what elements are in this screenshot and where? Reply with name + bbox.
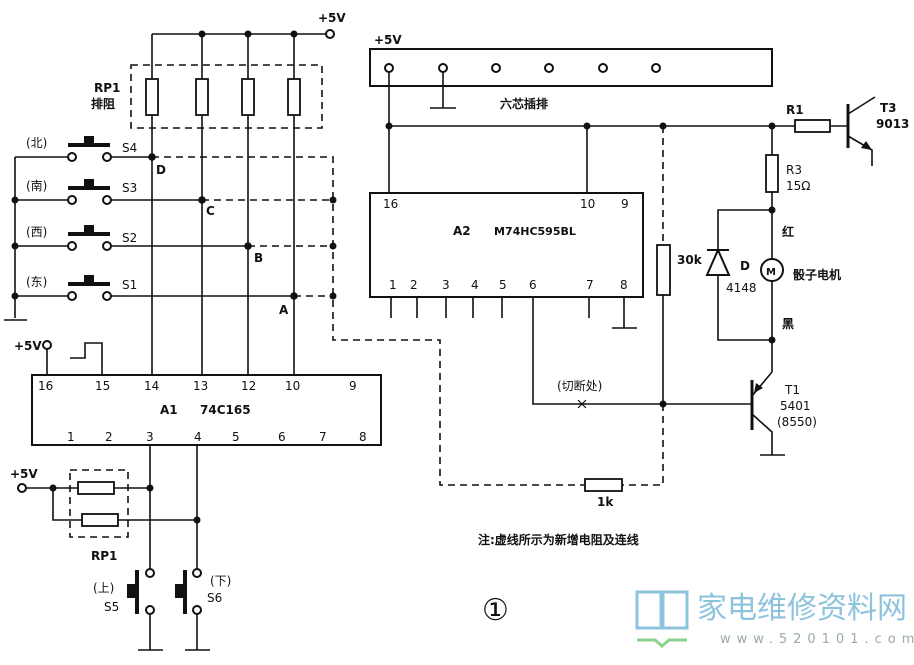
a2-ref: A2 [453,224,471,238]
switch-dir-s1: (东) [26,275,47,289]
node-c: C [206,204,215,218]
top-supply-rail: +5V [151,11,346,375]
figure-number: ① [482,593,509,628]
a2-pin-8: 8 [620,278,628,292]
t1-name: T1 [784,383,800,397]
switch-dir-s2: (西) [26,225,47,239]
a1-pin-2: 2 [105,430,113,444]
switch-name-s1: S1 [122,278,137,292]
ic-a1: +5V 16 15 14 13 12 10 9 A1 74C165 1 2 3 … [14,339,382,446]
a2-pin-4: 4 [471,278,479,292]
a1-pin-9: 9 [349,379,357,393]
switch-dir-s3: (南) [26,178,47,193]
a1-pin-1: 1 [67,430,75,444]
r3-value: 15Ω [786,179,810,193]
a1-pin-10: 10 [285,379,300,393]
note-text: 注:虚线所示为新增电阻及连线 [478,532,639,547]
t3-part: 9013 [876,117,909,131]
r1-label: R1 [786,103,804,117]
rp1-label: RP1 [94,81,120,95]
t3-name: T3 [880,101,897,115]
r3-name: R3 [786,163,802,177]
a2-pin-7: 7 [586,278,594,292]
a1-pin-16: 16 [38,379,53,393]
watermark-logo: 家电维修资料网 www.520101.com [635,590,914,648]
switch-matrix: (北) (南) (西) (东) S4 S3 S2 S1 D C B A [4,136,585,486]
node-b: B [254,251,263,265]
s5-dir: (上) [93,581,114,595]
a1-part: 74C165 [200,403,251,417]
supply-label: +5V [318,11,346,25]
a2-pin-9: 9 [621,197,629,211]
diode-name: D [740,259,750,273]
s6-dir: (下) [210,574,231,588]
a2-pin-1: 1 [389,278,397,292]
a1-pin-8: 8 [359,430,367,444]
a1-pin-4: 4 [194,430,202,444]
switch-dir-s4: (北) [26,136,47,150]
r1k-label: 1k [597,495,614,509]
motor-label: 骰子电机 [793,267,841,282]
s5-name: S5 [104,600,119,614]
resistor-pack-rp1: RP1 排阻 [91,64,323,129]
switch-name-s4: S4 [122,141,137,155]
a1-pin-14: 14 [144,379,159,393]
a1-pin-15: 15 [95,379,110,393]
a2-pin-16: 16 [383,197,398,211]
six-pin-connector: +5V 六芯插排 [369,33,773,111]
connector-supply-label: +5V [374,33,402,47]
watermark-url: www.520101.com [720,632,914,647]
r30k-label: 30k [677,253,703,267]
a1-pin-6: 6 [278,430,286,444]
ic-a2: 16 10 9 A2 M74HC595BL 1 2 3 4 5 6 7 8 [369,72,795,329]
s6-name: S6 [207,591,222,605]
a2-pin-6: 6 [529,278,537,292]
a1-ref: A1 [160,403,178,417]
node-d: D [156,163,166,177]
a1-pin-3: 3 [146,430,154,444]
connector-label: 六芯插排 [500,96,548,111]
t1-alt: (8550) [777,415,817,429]
node-a: A [279,303,289,317]
watermark-site-name: 家电维修资料网 [697,591,907,626]
a2-pin-2: 2 [410,278,418,292]
a1-pin-13: 13 [193,379,208,393]
drive-circuit: (切断处) 30k 1k R1 T3 9013 R3 15Ω D 4148 M [532,96,909,509]
up-down-switches: +5V RP1 (上) S5 (下) S6 [10,445,231,651]
a1-pin-7: 7 [319,430,327,444]
wire-black-label: 黑 [782,317,794,331]
motor-symbol: M [766,267,776,278]
rp1-desc: 排阻 [91,96,115,111]
a1-pin-5: 5 [232,430,240,444]
a2-pin-10: 10 [580,197,595,211]
a1-supply-label: +5V [14,339,42,353]
a2-pin-5: 5 [499,278,507,292]
diode-part: 4148 [726,281,757,295]
lower-supply-label: +5V [10,467,38,481]
a2-part: M74HC595BL [494,225,576,238]
a1-pin-12: 12 [241,379,256,393]
switch-name-s2: S2 [122,231,137,245]
cut-point-label: (切断处) [557,378,602,393]
wire-red-label: 红 [782,224,794,239]
a2-pin-3: 3 [442,278,450,292]
t1-part: 5401 [780,399,811,413]
lower-rp1-label: RP1 [91,549,117,563]
switch-name-s3: S3 [122,181,137,195]
